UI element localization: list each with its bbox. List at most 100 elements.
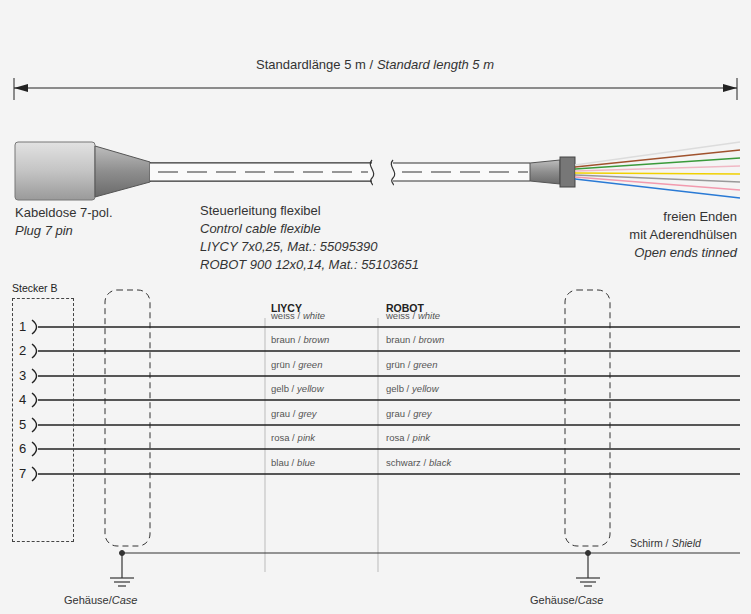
cable: [150, 157, 575, 187]
cable: [150, 163, 372, 181]
length-dimension: [737, 78, 738, 100]
cable: [402, 172, 528, 173]
table-cell: white: [418, 311, 440, 322]
conductor-wire: [38, 326, 740, 328]
table-cell: weiss /white: [271, 311, 325, 322]
pin-number: 2: [19, 344, 26, 359]
part-label: Plug 7 pin: [15, 224, 73, 239]
table-cell: gelb /yellow: [271, 384, 324, 395]
conductor-wire: [38, 327, 740, 474]
table-cell: rosa /pink: [386, 433, 430, 444]
shield-sleeve: [105, 290, 610, 546]
open-wire-ends: [575, 150, 740, 167]
case-label: Gehäuse/: [64, 594, 112, 607]
length-dimension-label: Standardlänge 5 m /Standard length 5 m: [256, 58, 494, 73]
open-wire-ends: [575, 142, 740, 165]
cable: [560, 157, 575, 187]
table-cell: braun /brown: [271, 335, 329, 346]
table-cell: blue: [297, 458, 315, 469]
pin-number: 6: [19, 442, 26, 457]
length-dimension: [14, 78, 737, 100]
ground-symbol: [110, 577, 134, 578]
table-cell: brown: [303, 335, 329, 346]
conductor-wire: [38, 375, 740, 377]
pin-number: 5: [19, 418, 26, 433]
cable-label: Steuerleitung flexibel: [200, 204, 321, 219]
table-cell: brown: [418, 335, 444, 346]
ground-symbol: [114, 581, 130, 582]
cable-label: Control cable flexible: [200, 222, 321, 237]
table-rule: [265, 318, 378, 572]
end-label: Open ends tinned: [634, 246, 737, 261]
table-cell: rosa /: [386, 433, 410, 444]
ground-symbol: [580, 581, 596, 582]
table-cell: braun /: [386, 335, 416, 346]
ground-symbol: [118, 585, 126, 586]
cable: [530, 160, 560, 184]
length-dimension-label: Standard length 5 m: [377, 58, 494, 73]
table-cell: grün /: [386, 360, 410, 371]
shield-sleeve: [105, 290, 150, 546]
table-cell: white: [303, 311, 325, 322]
pin-contact: [32, 320, 37, 481]
cable: [393, 163, 530, 181]
table-cell: gelb /: [271, 384, 294, 395]
table-cell: braun /: [271, 335, 301, 346]
plug-body: [95, 146, 150, 197]
cable: [150, 163, 372, 181]
open-wire-ends: [575, 173, 740, 174]
connector-box: Stecker B1234567: [12, 298, 74, 542]
case-label: Gehäuse/: [530, 594, 578, 607]
cable: [370, 160, 373, 185]
end-label: Open ends tinned: [634, 246, 737, 261]
length-dimension: [14, 88, 737, 89]
case-label: Case: [112, 594, 138, 607]
pin-number: 1: [19, 320, 26, 335]
table-cell: schwarz /: [386, 458, 426, 469]
pin-contact: [32, 369, 37, 383]
table-cell: braun /brown: [386, 335, 444, 346]
table-cell: green: [413, 360, 437, 371]
plug-body: [15, 142, 95, 200]
pin-number: 4: [19, 393, 26, 408]
conductor-wire: [38, 448, 740, 450]
cable-label: Control cable flexible: [200, 222, 321, 237]
table-cell: schwarz /black: [386, 458, 451, 469]
table-cell: grau /grey: [386, 409, 432, 420]
pin-contact: [32, 418, 37, 432]
case-label: Gehäuse/Case: [530, 594, 603, 607]
pin-contact: [32, 442, 37, 456]
part-label: Plug 7 pin: [15, 224, 73, 239]
table-cell: yellow: [412, 384, 438, 395]
table-cell: gelb /: [386, 384, 409, 395]
table-cell: grey: [298, 409, 316, 420]
connector-name: Stecker B: [12, 282, 58, 294]
ground-symbol: [121, 553, 122, 578]
plug-body: [15, 142, 150, 200]
part-label: Kabeldose 7-pol.: [15, 206, 113, 221]
shield-label: Schirm /Shield: [630, 537, 701, 549]
cable: [158, 172, 368, 173]
shield-line: [122, 553, 740, 554]
cable-label: LIYCY 7x0,25, Mat.: 55095390: [200, 240, 378, 255]
pin-number: 3: [19, 369, 26, 384]
table-cell: weiss /: [386, 311, 415, 322]
pin-contact: [32, 320, 37, 334]
table-cell: grau /: [386, 409, 410, 420]
ground-symbol: [110, 553, 600, 586]
end-label: mit Aderendhülsen: [629, 228, 737, 243]
shield-line: [120, 551, 741, 556]
table-rule: [378, 318, 379, 572]
table-cell: rosa /pink: [271, 433, 315, 444]
pin-contact: [32, 344, 37, 358]
end-label: mit Aderendhülsen: [629, 228, 737, 243]
ground-symbol: [584, 585, 592, 586]
length-dimension: [14, 84, 28, 92]
case-label: Case: [578, 594, 604, 607]
part-label: Kabeldose 7-pol.: [15, 206, 113, 221]
case-label: Gehäuse/Case: [64, 594, 137, 607]
shield-label: Shield: [672, 537, 701, 549]
cable: [393, 163, 530, 181]
